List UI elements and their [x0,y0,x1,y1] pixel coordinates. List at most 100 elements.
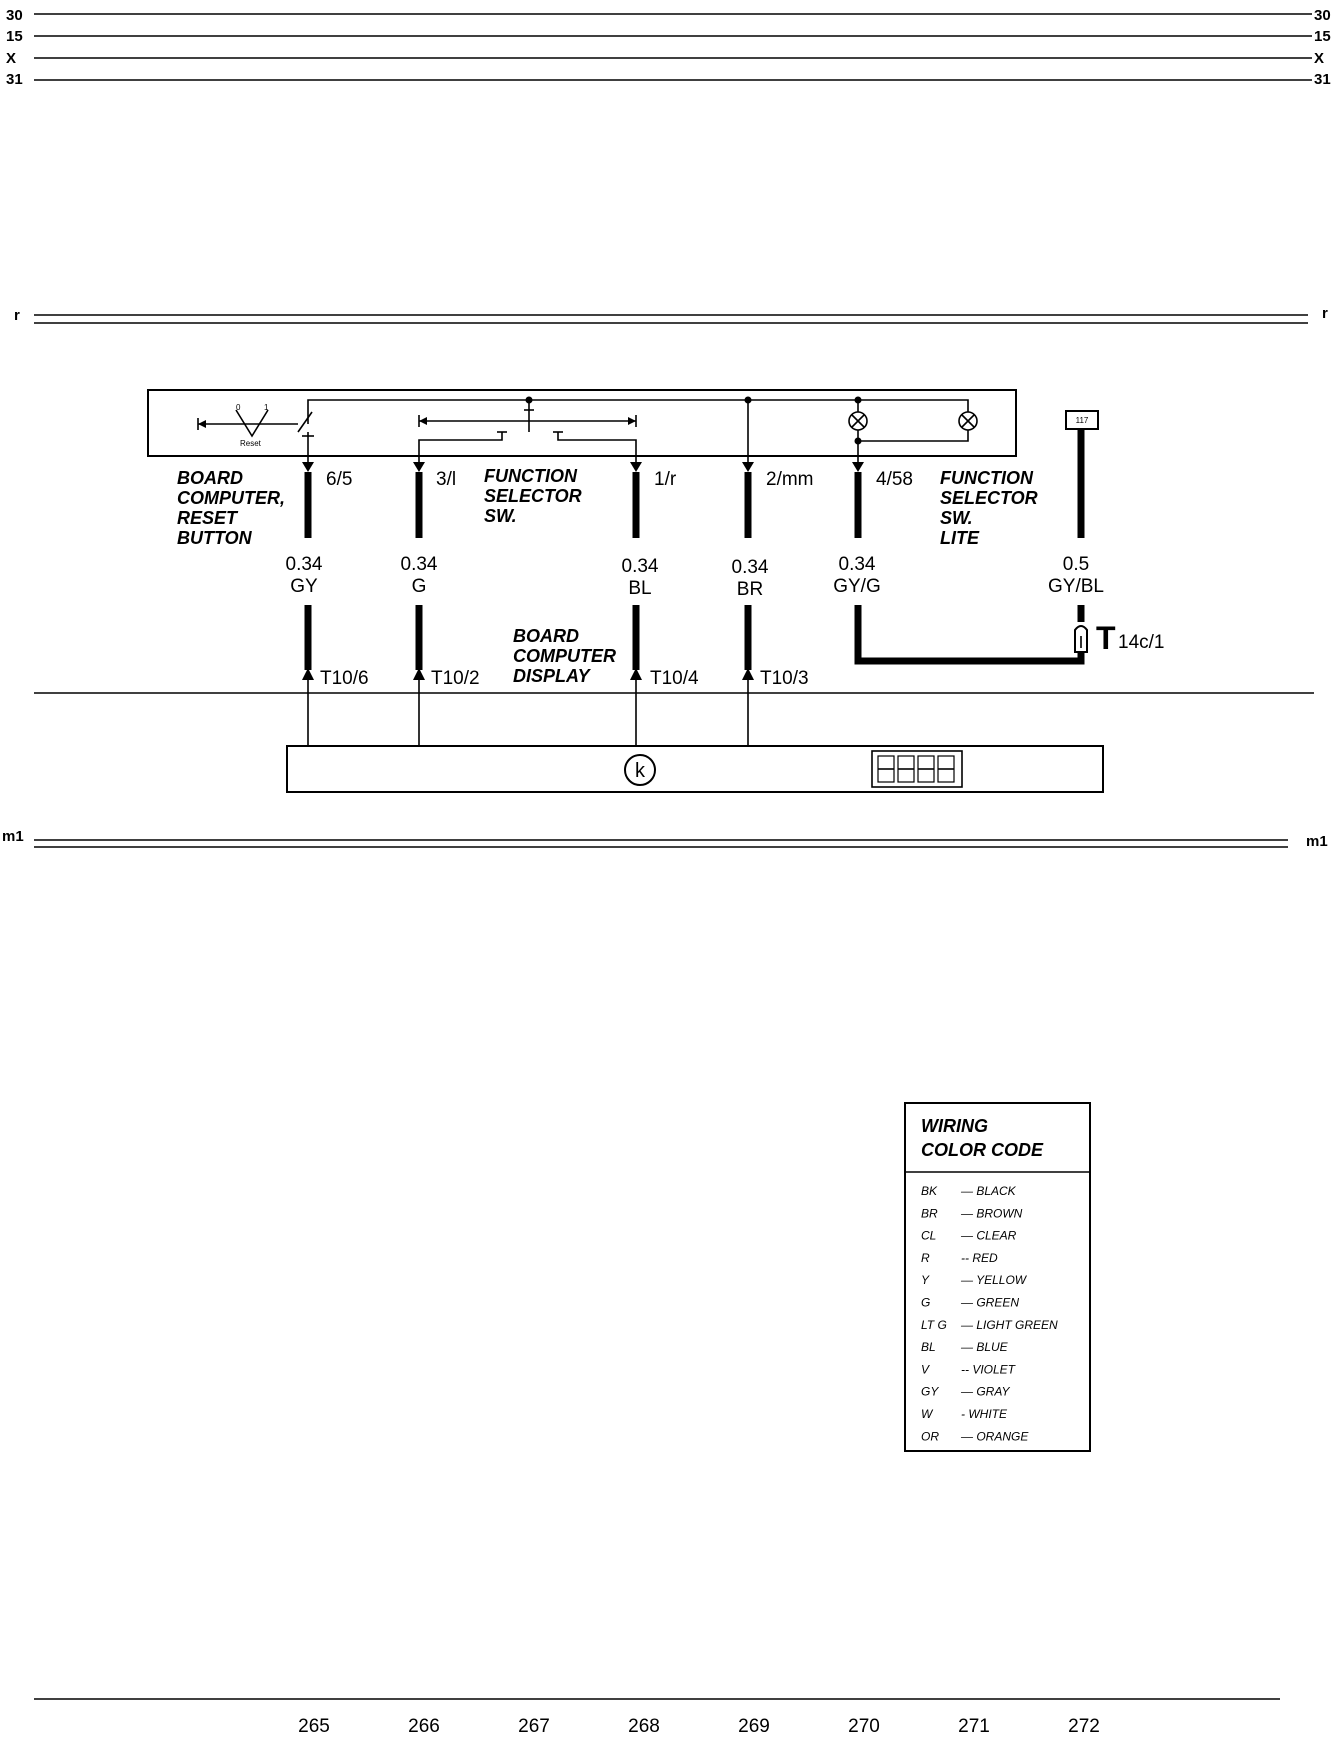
function-selector-switch-icon [418,400,637,470]
svg-text:DISPLAY: DISPLAY [513,666,592,686]
pin-t10-4: T10/4 [650,668,699,689]
pin-t10-3: T10/3 [760,668,809,689]
footer-number: 271 [958,1716,990,1737]
display-control-symbol: k [635,760,646,782]
legend-color-name: -- RED [961,1251,998,1265]
wire-size-g: 0.34 [401,554,438,575]
pin-t10-2: T10/2 [431,668,480,689]
label-board-computer-display: BOARD COMPUTER DISPLAY [513,626,616,686]
wire-bl-selector: 1/r 0.34 BL T10/4 [622,462,699,748]
legend-code: V [921,1362,930,1376]
reset-switch-icon: 0 1 Reset [197,403,314,470]
ref-box-label: 117 [1076,416,1089,425]
wire-color-br: BR [737,579,763,600]
legend-code: GY [921,1385,939,1399]
footer-number: 268 [628,1716,660,1737]
legend-code: W [921,1407,934,1421]
r-bus-label-left: r [14,307,20,324]
legend-code: Y [921,1273,930,1287]
legend-color-name: -- VIOLET [961,1362,1017,1376]
bus-label-15-right: 15 [1314,28,1331,45]
legend-title-line-2: COLOR CODE [921,1140,1044,1160]
legend-color-name: — CLEAR [960,1229,1017,1243]
footer-number: 265 [298,1716,330,1737]
wire-color-gy-bl: GY/BL [1048,576,1104,597]
wire-terminal-6-5: 6/5 [326,469,352,490]
legend-title-line-1: WIRING [921,1116,988,1136]
wire-terminal-3-l: 3/l [436,469,456,490]
bus-label-30-left: 30 [6,7,23,24]
svg-text:SELECTOR: SELECTOR [940,488,1038,508]
digit-display-icon [871,750,963,788]
svg-text:COMPUTER,: COMPUTER, [177,488,285,508]
svg-text:SELECTOR: SELECTOR [484,486,582,506]
lamp-icon-2 [858,411,978,442]
svg-text:BOARD: BOARD [177,468,243,488]
svg-text:SW.: SW. [484,506,517,526]
legend-color-name: — LIGHT GREEN [960,1318,1058,1332]
wire-color-bl: BL [628,578,651,599]
legend-color-name: — BLUE [960,1340,1009,1354]
wire-size-bl: 0.34 [622,556,659,577]
bus-labels-left: 30 15 X 31 [6,7,23,88]
svg-text:FUNCTION: FUNCTION [940,468,1034,488]
bus-label-31-left: 31 [6,71,23,88]
svg-text:SW.: SW. [940,508,973,528]
footer-number: 267 [518,1716,550,1737]
label-reset-button: BOARD COMPUTER, RESET BUTTON [177,468,285,548]
wire-gy-g-lite: 4/58 0.34 GY/G [833,462,1085,665]
legend-code: OR [921,1429,939,1443]
display-housing: k [286,745,1104,793]
wire-terminal-4-58: 4/58 [876,469,913,490]
reset-mark-0: 0 [236,403,241,412]
wire-size-gy-g: 0.34 [839,554,876,575]
footer-number: 266 [408,1716,440,1737]
svg-text:LITE: LITE [940,528,980,548]
legend-code: LT G [921,1318,947,1332]
svg-text:BUTTON: BUTTON [177,528,253,548]
reset-mark-1: 1 [264,403,269,412]
legend-color-name: — ORANGE [960,1429,1029,1443]
wire-size-br: 0.34 [732,557,769,578]
svg-text:FUNCTION: FUNCTION [484,466,578,486]
wire-color-g: G [412,576,427,597]
legend-color-name: — YELLOW [960,1273,1028,1287]
footer-number: 272 [1068,1716,1100,1737]
wire-color-gy: GY [290,576,318,597]
legend-code: BL [921,1340,936,1354]
bus-label-31-right: 31 [1314,71,1331,88]
r-bus-label-right: r [1322,305,1328,322]
svg-text:RESET: RESET [177,508,239,528]
label-function-selector: FUNCTION SELECTOR SW. [484,466,582,526]
connector-letter-t: T [1096,620,1116,656]
bus-label-x-left: X [6,50,16,67]
legend-code: BK [921,1184,938,1198]
r-bus: r r [14,305,1328,324]
pin-t10-6: T10/6 [320,668,369,689]
footer-number: 269 [738,1716,770,1737]
wire-gy-reset: 6/5 0.34 GY T10/6 [286,462,369,748]
bus-label-30-right: 30 [1314,7,1331,24]
m1-bus-label-left: m1 [2,828,24,845]
legend-color-name: — BROWN [960,1206,1023,1220]
top-bus-lines [34,13,1312,81]
legend-color-name: - WHITE [961,1407,1008,1421]
svg-text:COMPUTER: COMPUTER [513,646,616,666]
reset-switch-label: Reset [240,439,262,448]
switch-housing: 0 1 Reset [147,389,1017,470]
label-function-selector-lite: FUNCTION SELECTOR SW. LITE [940,468,1038,548]
wire-terminal-2-mm: 2/mm [766,469,814,490]
wire-size-gy-bl: 0.5 [1063,554,1089,575]
bus-label-x-right: X [1314,50,1324,67]
legend-code: G [921,1296,930,1310]
connector-sub-14c-1: 14c/1 [1118,632,1164,653]
wire-br-feed: 2/mm 0.34 BR T10/3 [732,462,814,748]
legend-code: R [921,1251,930,1265]
bus-labels-right: 30 15 X 31 [1314,7,1331,88]
legend-code: CL [921,1229,936,1243]
wire-size-gy: 0.34 [286,554,323,575]
connector-t14c-1-icon [1074,625,1088,653]
